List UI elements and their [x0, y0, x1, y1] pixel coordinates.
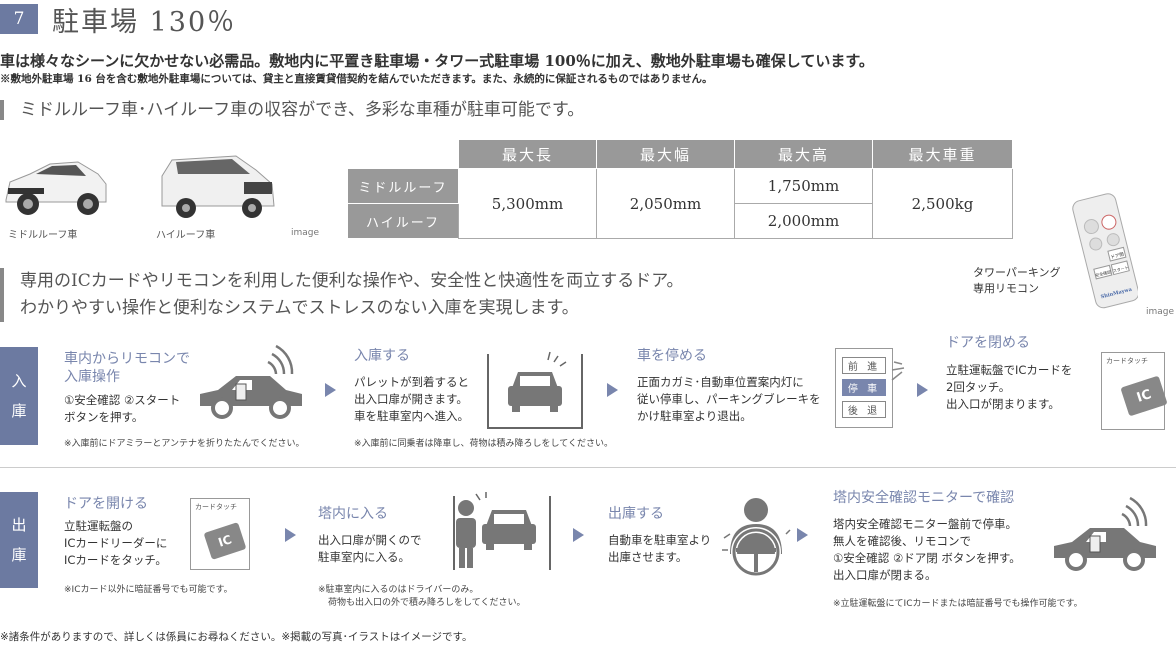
- entry-step1-note: ※入庫前にドアミラーとアンテナを折りたたんでください。: [64, 439, 305, 449]
- remote-image-tag: image: [1146, 307, 1175, 317]
- entry-step2-note: ※入庫前に同乗者は降車し、荷物は積み降ろしをしてください。: [354, 439, 614, 449]
- entry-step2-body: パレットが到着すると 出入口扉が開きます。 車を駐車室内へ進入。: [354, 375, 469, 423]
- panel-forward: 前 進: [842, 357, 886, 374]
- car-remote-icon: [200, 344, 302, 419]
- image-tag: image: [291, 228, 320, 238]
- exit-step4-note: ※立駐運転盤にてICカードまたは暗証番号でも操作可能です。: [833, 599, 1083, 609]
- entry-step3-body: 正面カガミ･自動車位置案内灯に 従い停車し、パーキングブレーキを かけ駐車室より…: [637, 375, 821, 423]
- arrow-icon: [285, 528, 296, 542]
- exit-step1-body: 立駐運転盤の ICカードリーダーに ICカードをタッチ。: [64, 519, 168, 567]
- spec-width: 2,050mm: [596, 168, 735, 239]
- remote-label: タワーパーキング 専用リモコン: [973, 266, 1061, 295]
- entry-step2-title: 入庫する: [354, 348, 410, 364]
- spec-weight: 2,500kg: [872, 168, 1013, 239]
- exit-step1-note: ※ICカード以外に暗証番号でも可能です。: [64, 585, 233, 595]
- remote-control-image: ドア閉 安全確認 スタート ShinMaywa: [1072, 193, 1138, 309]
- entry-step4-body: 立駐運転盤でICカードを 2回タッチ。 出入口が閉まります。: [946, 363, 1073, 411]
- exit-step2-note: ※駐車室内に入るのはドライバーのみ。 荷物も出入口の外で積み降ろしをしてください…: [318, 585, 526, 608]
- entry-tag: 入 庫: [0, 347, 38, 445]
- lead-note: ※敷地外駐車場 16 台を含む敷地外駐車場については、貸主と直接賃貸借契約を結ん…: [0, 73, 713, 85]
- entry-step1-title: 車内からリモコンで 入庫操作: [64, 351, 190, 385]
- car-garage-icon: [487, 351, 583, 429]
- panel-back: 後 退: [842, 401, 886, 418]
- high-roof-car-label: ハイルーフ車: [156, 230, 216, 241]
- spec-header-width: 最大幅: [596, 139, 735, 169]
- spec-height-middle: 1,750mm: [734, 168, 873, 204]
- lead-text: 車は様々なシーンに欠かせない必需品。敷地内に平置き駐車場・タワー式駐車場 100…: [0, 52, 874, 70]
- subhead-operation: 専用のICカードやリモコンを利用した便利な操作や、安全性と快適性を両立するドア。…: [0, 268, 684, 322]
- spec-row-high: ハイルーフ: [347, 203, 459, 239]
- sparkle-icon: [891, 361, 905, 381]
- card-reader-icon: カードタッチ IC: [190, 498, 250, 570]
- spec-corner: [347, 139, 459, 169]
- high-roof-car-image: [161, 155, 275, 218]
- arrow-icon: [607, 383, 618, 397]
- subhead-capacity: ミドルルーフ車･ハイルーフ車の収容ができ、多彩な車種が駐車可能です。: [0, 100, 584, 120]
- person-car-icon: [453, 492, 551, 570]
- entry-step3-title: 車を停める: [637, 348, 707, 364]
- ic-card-icon: IC: [1120, 375, 1168, 417]
- spec-table: 最大長 最大幅 最大高 最大車重 ミドルルーフ 5,300mm 2,050mm …: [347, 139, 1013, 239]
- entry-step4-title: ドアを閉める: [946, 335, 1030, 351]
- remote-button-start: スタート: [1112, 264, 1129, 274]
- spec-header-length: 最大長: [458, 139, 597, 169]
- exit-step2-body: 出入口扉が開くので 駐車室内に入る。: [318, 533, 422, 564]
- remote-button-door: ドア閉: [1110, 251, 1125, 260]
- spec-row-middle: ミドルルーフ: [347, 168, 459, 204]
- arrow-icon: [325, 383, 336, 397]
- exit-step4-title: 塔内安全確認モニターで確認: [833, 490, 1015, 506]
- spec-length: 5,300mm: [458, 168, 597, 239]
- exit-step3-title: 出庫する: [608, 506, 664, 522]
- exit-step3-body: 自動車を駐車室より 出庫させます。: [608, 533, 712, 564]
- section-number: 7: [0, 4, 38, 34]
- spec-header-height: 最大高: [734, 139, 873, 169]
- spec-height-high: 2,000mm: [734, 203, 873, 239]
- arrow-icon: [797, 528, 808, 542]
- arrow-icon: [917, 383, 928, 397]
- arrow-icon: [573, 528, 584, 542]
- exit-step4-body: 塔内安全確認モニター盤前で停車。 無人を確認後、リモコンで ①安全確認 ②ドア閉…: [833, 517, 1021, 582]
- page-title: 駐車場 130％: [52, 7, 237, 38]
- section-divider: [0, 467, 1176, 468]
- ic-card-icon: IC: [203, 522, 247, 560]
- exit-tag: 出 庫: [0, 492, 38, 588]
- middle-roof-car-image: [5, 161, 107, 215]
- remote-button-safety: 安全確認: [1095, 268, 1112, 278]
- middle-roof-car-label: ミドルルーフ車: [8, 230, 78, 241]
- footer-note: ※諸条件がありますので、詳しくは係員にお尋ねください。※掲載の写真･イラストはイ…: [0, 631, 473, 643]
- panel-stop: 停 車: [842, 379, 886, 396]
- exit-step2-title: 塔内に入る: [318, 506, 388, 522]
- driver-icon: [722, 498, 791, 577]
- exit-step1-title: ドアを開ける: [64, 496, 148, 512]
- car-remote-icon: [1054, 496, 1156, 571]
- position-guide-panel: 前 進 停 車 後 退: [835, 348, 893, 428]
- spec-header-weight: 最大車重: [872, 139, 1013, 169]
- card-reader-icon: カードタッチ IC: [1101, 352, 1168, 430]
- entry-step1-body: ①安全確認 ②スタート ボタンを押す。: [64, 393, 181, 424]
